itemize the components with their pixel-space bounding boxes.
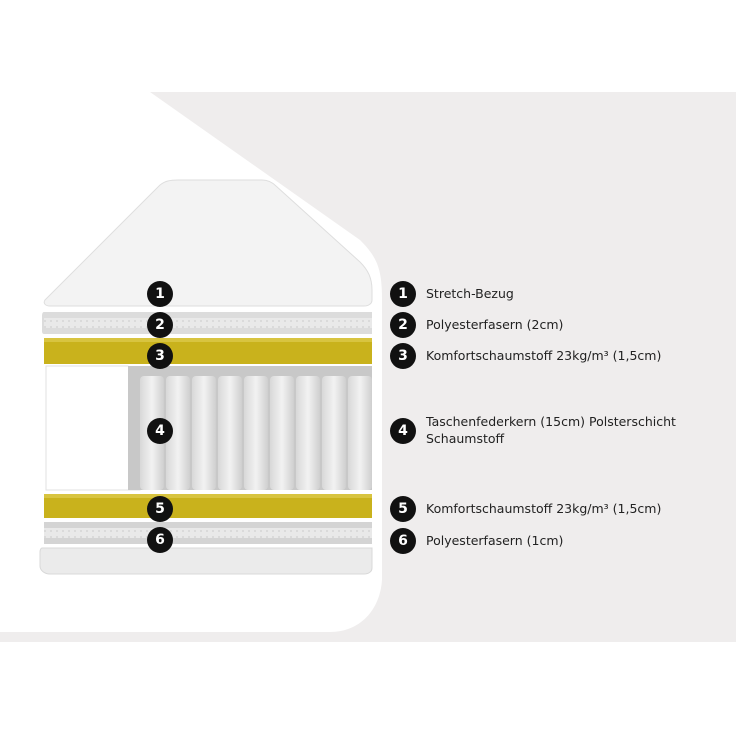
legend-number: 3 (390, 343, 416, 369)
legend-number: 6 (390, 528, 416, 554)
layer-3-foam (44, 338, 372, 364)
legend-number: 2 (390, 312, 416, 338)
legend-label: Stretch-Bezug (426, 286, 514, 301)
legend-number: 4 (390, 418, 416, 444)
legend-item-4: 4 Taschenfederkern (15cm) Polsterschicht… (390, 414, 696, 447)
layer-5-foam-highlight (44, 494, 372, 498)
layer-badge-3: 3 (147, 343, 173, 369)
legend-number: 1 (390, 281, 416, 307)
layer-badge-5: 5 (147, 496, 173, 522)
spring-pocket (166, 376, 190, 490)
mattress-top-surface (43, 179, 373, 307)
spring-pocket (322, 376, 346, 490)
legend-label: Komfortschaumstoff 23kg/m³ (1,5cm) (426, 501, 662, 516)
legend-label: Komfortschaumstoff 23kg/m³ (1,5cm) (426, 348, 662, 363)
spring-pocket (348, 376, 372, 490)
layer-4-side-foam (45, 365, 141, 491)
layer-2-fiber-band (44, 318, 372, 328)
layer-badge-2: 2 (147, 312, 173, 338)
layer-badge-4: 4 (147, 418, 173, 444)
layer-3-foam-highlight (44, 338, 372, 342)
legend-item-3: 3 Komfortschaumstoff 23kg/m³ (1,5cm) (390, 343, 696, 369)
legend-item-2: 2 Polyesterfasern (2cm) (390, 312, 696, 338)
legend-label: Polyesterfasern (2cm) (426, 317, 564, 332)
legend-label: Polyesterfasern (1cm) (426, 533, 564, 548)
legend-label: Taschenfederkern (15cm) Polsterschicht S… (426, 414, 676, 446)
legend-item-5: 5 Komfortschaumstoff 23kg/m³ (1,5cm) (390, 496, 696, 522)
layer-badge-6: 6 (147, 527, 173, 553)
background-panel (0, 92, 736, 642)
spring-pockets (140, 376, 372, 490)
legend-item-6: 6 Polyesterfasern (1cm) (390, 528, 696, 554)
spring-pocket (296, 376, 320, 490)
spring-pocket (192, 376, 216, 490)
mattress-bottom-cover (39, 547, 373, 575)
spring-pocket (244, 376, 268, 490)
legend-number: 5 (390, 496, 416, 522)
spring-pocket (270, 376, 294, 490)
layer-6-fiber-band (44, 528, 372, 538)
layer-badge-1: 1 (147, 281, 173, 307)
spring-pocket (218, 376, 242, 490)
legend-item-1: 1 Stretch-Bezug (390, 281, 696, 307)
